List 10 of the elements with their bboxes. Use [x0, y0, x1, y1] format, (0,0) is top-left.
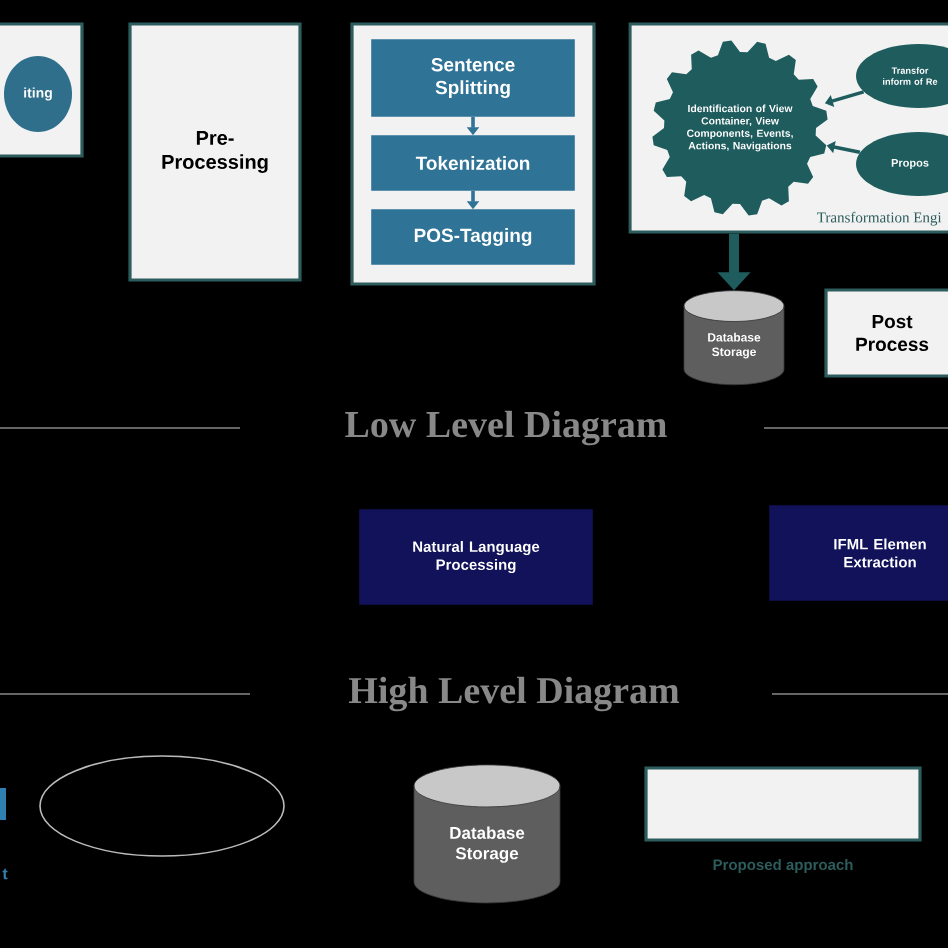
process-box: POS-Tagging [371, 209, 575, 265]
label-text: t [2, 868, 8, 880]
database-cylinder: Database Storage [413, 764, 561, 904]
process-box: Tokenization [371, 135, 575, 191]
process-box: Pre-Processing [128, 22, 302, 282]
section-title: High Level Diagram [348, 676, 680, 712]
ellipse-outline [39, 755, 285, 857]
section-title: Low Level Diagram [345, 410, 667, 446]
process-box: Sentence Splitting [371, 39, 575, 117]
process-box: Post Process [824, 288, 948, 378]
